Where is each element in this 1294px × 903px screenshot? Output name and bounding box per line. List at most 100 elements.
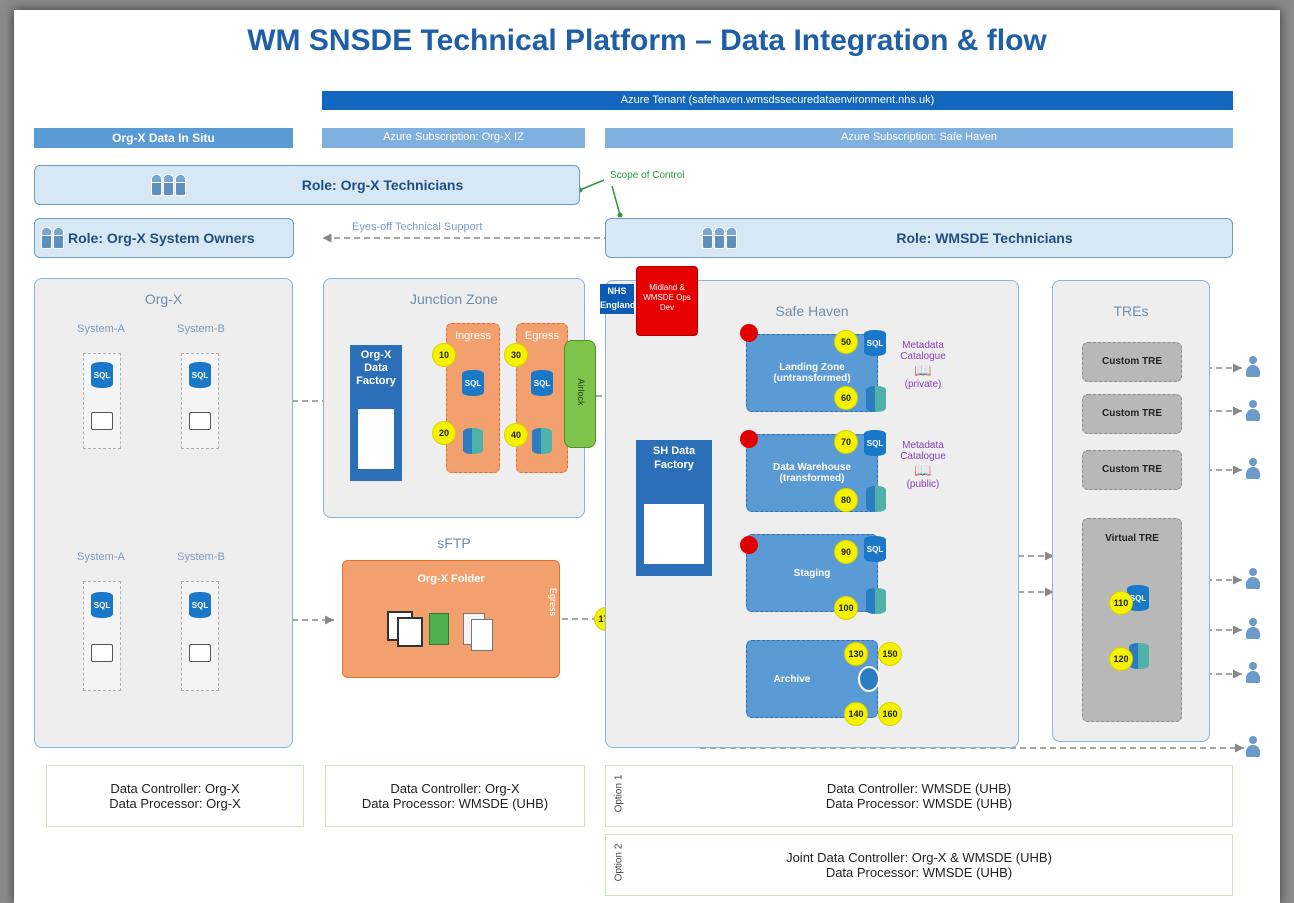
system-a-label: System-A xyxy=(77,551,125,563)
junction-zone-panel: Junction Zone Org-X Data Factory Ingress… xyxy=(323,278,585,518)
marker-130: 130 xyxy=(844,642,868,666)
footer-option-2: Joint Data Controller: Org-X & WMSDE (UH… xyxy=(605,834,1233,896)
sql-database-icon: SQL xyxy=(864,430,886,456)
marker-110: 110 xyxy=(1109,591,1133,615)
airlock: Airlock xyxy=(564,340,596,448)
red-indicator-dot xyxy=(740,324,758,342)
ingress-zone: Ingress SQL xyxy=(446,323,500,473)
diagram-canvas: WM SNSDE Technical Platform – Data Integ… xyxy=(14,10,1280,903)
footer-option-1: Data Controller: WMSDE (UHB) Data Proces… xyxy=(605,765,1233,827)
marker-80: 80 xyxy=(834,488,858,512)
storage-cylinder-icon xyxy=(463,428,483,454)
azure-sub-safehaven-bar: Azure Subscription: Safe Haven xyxy=(605,128,1233,148)
sftp-title: sFTP xyxy=(437,535,471,551)
data-processor-text: Data Processor: WMSDE (UHB) xyxy=(825,865,1013,880)
system-a-label: System-A xyxy=(77,323,125,335)
page-title: WM SNSDE Technical Platform – Data Integ… xyxy=(247,24,1047,57)
book-icon: 📖 xyxy=(914,362,932,378)
custom-tre-2: Custom TRE xyxy=(1082,394,1182,434)
orgx-panel: Org-X System-A System-B SQL SQL System-A… xyxy=(34,278,293,748)
nhs-england-logo: NHS England xyxy=(600,284,636,314)
data-controller-text: Data Controller: Org-X xyxy=(110,781,240,796)
system-b-box: SQL xyxy=(181,353,219,449)
sql-database-icon: SQL xyxy=(864,536,886,562)
network-folder-icon xyxy=(189,412,211,430)
role-orgx-system-owners-label: Role: Org-X System Owners xyxy=(68,230,255,246)
people-icon xyxy=(702,227,737,249)
marker-100: 100 xyxy=(834,596,858,620)
private-label: (private) xyxy=(904,379,942,390)
system-a-box: SQL xyxy=(83,353,121,449)
marker-70: 70 xyxy=(834,430,858,454)
factory-icon xyxy=(358,409,394,469)
marker-30: 30 xyxy=(504,343,528,367)
staging-label: Staging xyxy=(793,567,831,579)
custom-tre-1: Custom TRE xyxy=(1082,342,1182,382)
role-wmsde-technicians: Role: WMSDE Technicians xyxy=(605,218,1233,258)
archive-icon xyxy=(858,666,880,692)
red-indicator-dot xyxy=(740,430,758,448)
data-controller-text: Data Controller: WMSDE (UHB) xyxy=(826,781,1012,796)
people-icon xyxy=(41,227,64,249)
azure-tenant-bar: Azure Tenant (safehaven.wmsdssecuredatae… xyxy=(322,91,1233,110)
org-data-in-situ-bar: Org-X Data In Situ xyxy=(34,128,293,148)
book-icon: 📖 xyxy=(914,462,932,478)
option-2-label: Option 2 xyxy=(613,843,625,882)
data-processor-text: Data Processor: Org-X xyxy=(109,796,241,811)
sh-data-factory-label: SH Data Factory xyxy=(652,445,696,471)
user-icon xyxy=(1246,400,1260,422)
system-a-box: SQL xyxy=(83,581,121,691)
network-folder-icon xyxy=(189,644,211,662)
people-icon xyxy=(151,174,186,196)
junction-zone-title: Junction Zone xyxy=(410,291,498,307)
custom-tre-3: Custom TRE xyxy=(1082,450,1182,490)
factory-icon xyxy=(644,504,704,564)
storage-cylinder-icon xyxy=(532,428,552,454)
safe-haven-title: Safe Haven xyxy=(775,303,849,319)
role-wmsde-technicians-label: Role: WMSDE Technicians xyxy=(896,230,1073,246)
orgx-data-factory: Org-X Data Factory xyxy=(350,345,402,481)
sql-database-icon: SQL xyxy=(189,362,211,388)
eyes-off-support-label: Eyes-off Technical Support xyxy=(352,221,483,233)
catalogue-label: Catalogue xyxy=(900,351,946,362)
catalogue-label: Catalogue xyxy=(900,451,946,462)
ingress-label: Ingress xyxy=(454,330,492,342)
data-warehouse-box: Data Warehouse (transformed) xyxy=(746,434,878,512)
orgx-data-factory-label: Org-X Data Factory xyxy=(356,349,396,387)
metadata-catalogue-private: Metadata Catalogue 📖 (private) xyxy=(898,340,948,390)
sql-database-icon: SQL xyxy=(462,370,484,396)
marker-150: 150 xyxy=(878,642,902,666)
marker-20: 20 xyxy=(432,421,456,445)
scope-of-control-label: Scope of Control xyxy=(610,170,685,181)
system-b-label: System-B xyxy=(177,323,225,335)
file-documents-icon xyxy=(387,607,497,651)
network-folder-icon xyxy=(91,644,113,662)
storage-cylinder-icon xyxy=(866,386,886,412)
public-label: (public) xyxy=(906,479,940,490)
virtual-tre: Virtual TRE SQL 110 120 xyxy=(1082,518,1182,722)
storage-cylinder-icon xyxy=(866,588,886,614)
orgx-panel-title: Org-X xyxy=(144,291,183,307)
data-controller-text: Data Controller: Org-X xyxy=(390,781,520,796)
sftp-egress-label: Egress xyxy=(548,588,558,617)
role-orgx-technicians-label: Role: Org-X Technicians xyxy=(301,177,464,193)
sql-database-icon: SQL xyxy=(189,592,211,618)
metadata-label: Metadata xyxy=(902,340,944,351)
marker-90: 90 xyxy=(834,540,858,564)
tres-title: TREs xyxy=(1113,303,1149,319)
footer-junction-roles: Data Controller: Org-X Data Processor: W… xyxy=(325,765,585,827)
marker-120: 120 xyxy=(1109,647,1133,671)
red-indicator-dot xyxy=(740,536,758,554)
user-icon xyxy=(1246,458,1260,480)
landing-zone-label: Landing Zone (untransformed) xyxy=(773,362,851,384)
staging-box: Staging xyxy=(746,534,878,612)
data-controller-text: Joint Data Controller: Org-X & WMSDE (UH… xyxy=(786,850,1052,865)
orgx-folder-label: Org-X Folder xyxy=(417,573,485,585)
storage-cylinder-icon xyxy=(866,486,886,512)
role-orgx-technicians: Role: Org-X Technicians xyxy=(34,165,580,205)
sql-database-icon: SQL xyxy=(531,370,553,396)
marker-10: 10 xyxy=(432,343,456,367)
virtual-tre-label: Virtual TRE xyxy=(1105,533,1159,544)
user-icon xyxy=(1246,356,1260,378)
marker-50: 50 xyxy=(834,330,858,354)
